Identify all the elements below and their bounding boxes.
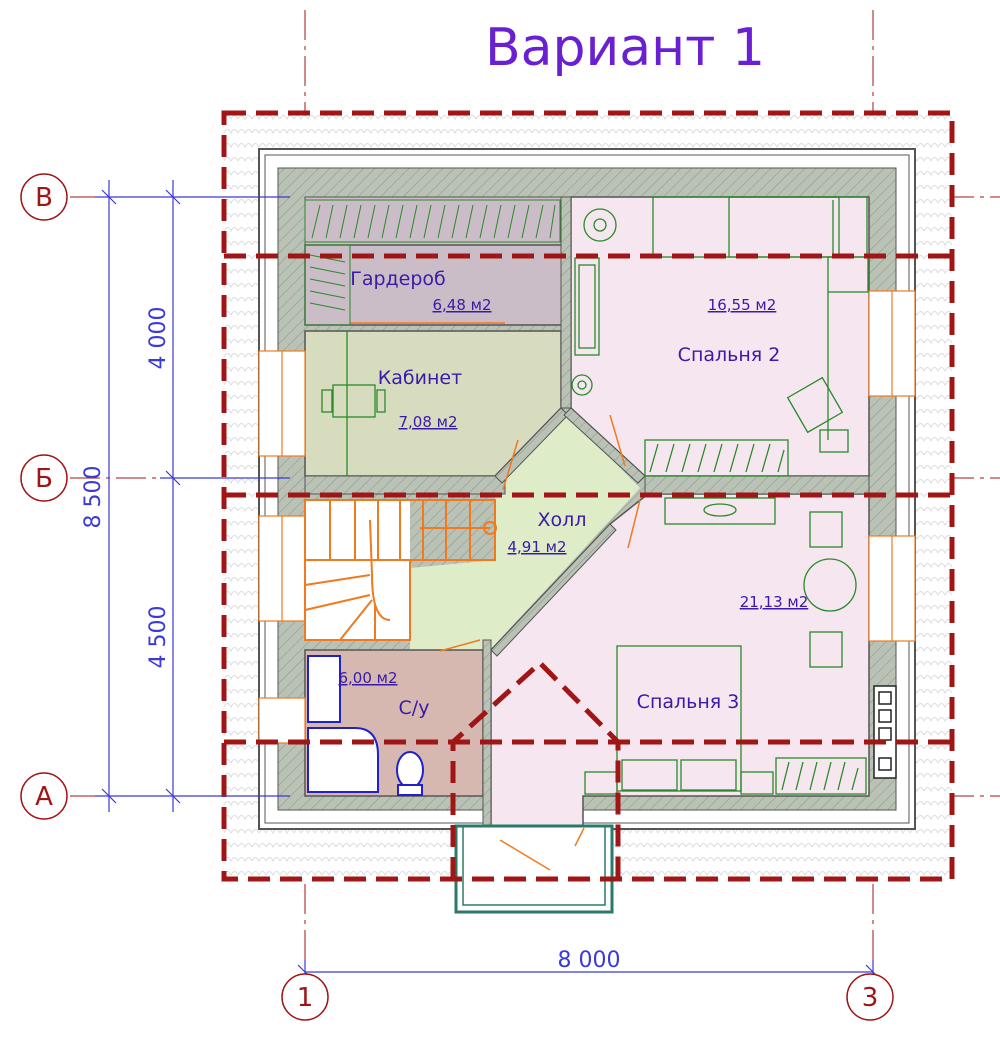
- room-name-study: Кабинет: [378, 367, 462, 389]
- dimension-upper-span: 4 000: [146, 307, 171, 370]
- bedroom3-furniture: [584, 497, 867, 795]
- dimension-lines: [95, 180, 881, 985]
- study-furniture: [321, 331, 386, 476]
- room-name-wardrobe: Гардероб: [350, 268, 446, 290]
- room-name-hall: Холл: [538, 509, 587, 531]
- room-area-bedroom2: 16,55 м2: [708, 296, 777, 314]
- axis-marker-b: Б: [20, 454, 68, 502]
- balcony: [454, 824, 614, 914]
- axis-marker-a: А: [20, 772, 68, 820]
- room-area-wardrobe: 6,48 м2: [432, 296, 491, 314]
- dimension-total-height: 8 500: [81, 466, 106, 529]
- room-area-hall: 4,91 м2: [507, 538, 566, 556]
- room-area-bathroom: 6,00 м2: [338, 669, 397, 687]
- room-fills: [304, 196, 870, 827]
- room-name-bathroom: С/у: [399, 697, 430, 719]
- plant-icon: [571, 208, 617, 396]
- svg-text:В: В: [35, 183, 53, 213]
- bedroom2-furniture: [571, 196, 869, 477]
- plan-title: Вариант 1: [485, 18, 765, 78]
- shower-icon: [307, 727, 379, 793]
- staircase: [304, 499, 497, 641]
- stove-icon: [873, 685, 897, 779]
- svg-text:А: А: [35, 782, 53, 812]
- windows: [258, 290, 916, 744]
- room-area-study: 7,08 м2: [398, 413, 457, 431]
- room-name-bedroom3: Спальня 3: [637, 691, 740, 713]
- svg-text:Б: Б: [35, 464, 53, 494]
- room-area-bedroom3: 21,13 м2: [740, 593, 809, 611]
- roof-outline: [221, 110, 955, 882]
- toilet-icon: [396, 751, 424, 789]
- doors: [350, 322, 641, 871]
- dimension-lower-span: 4 500: [146, 606, 171, 669]
- axis-marker-1: 1: [281, 973, 329, 1021]
- dimension-total-width: 8 000: [558, 948, 621, 973]
- svg-text:1: 1: [297, 983, 314, 1013]
- axis-marker-3: 3: [846, 973, 894, 1021]
- axis-marker-v: В: [20, 173, 68, 221]
- room-name-bedroom2: Спальня 2: [678, 344, 781, 366]
- svg-text:3: 3: [862, 983, 879, 1013]
